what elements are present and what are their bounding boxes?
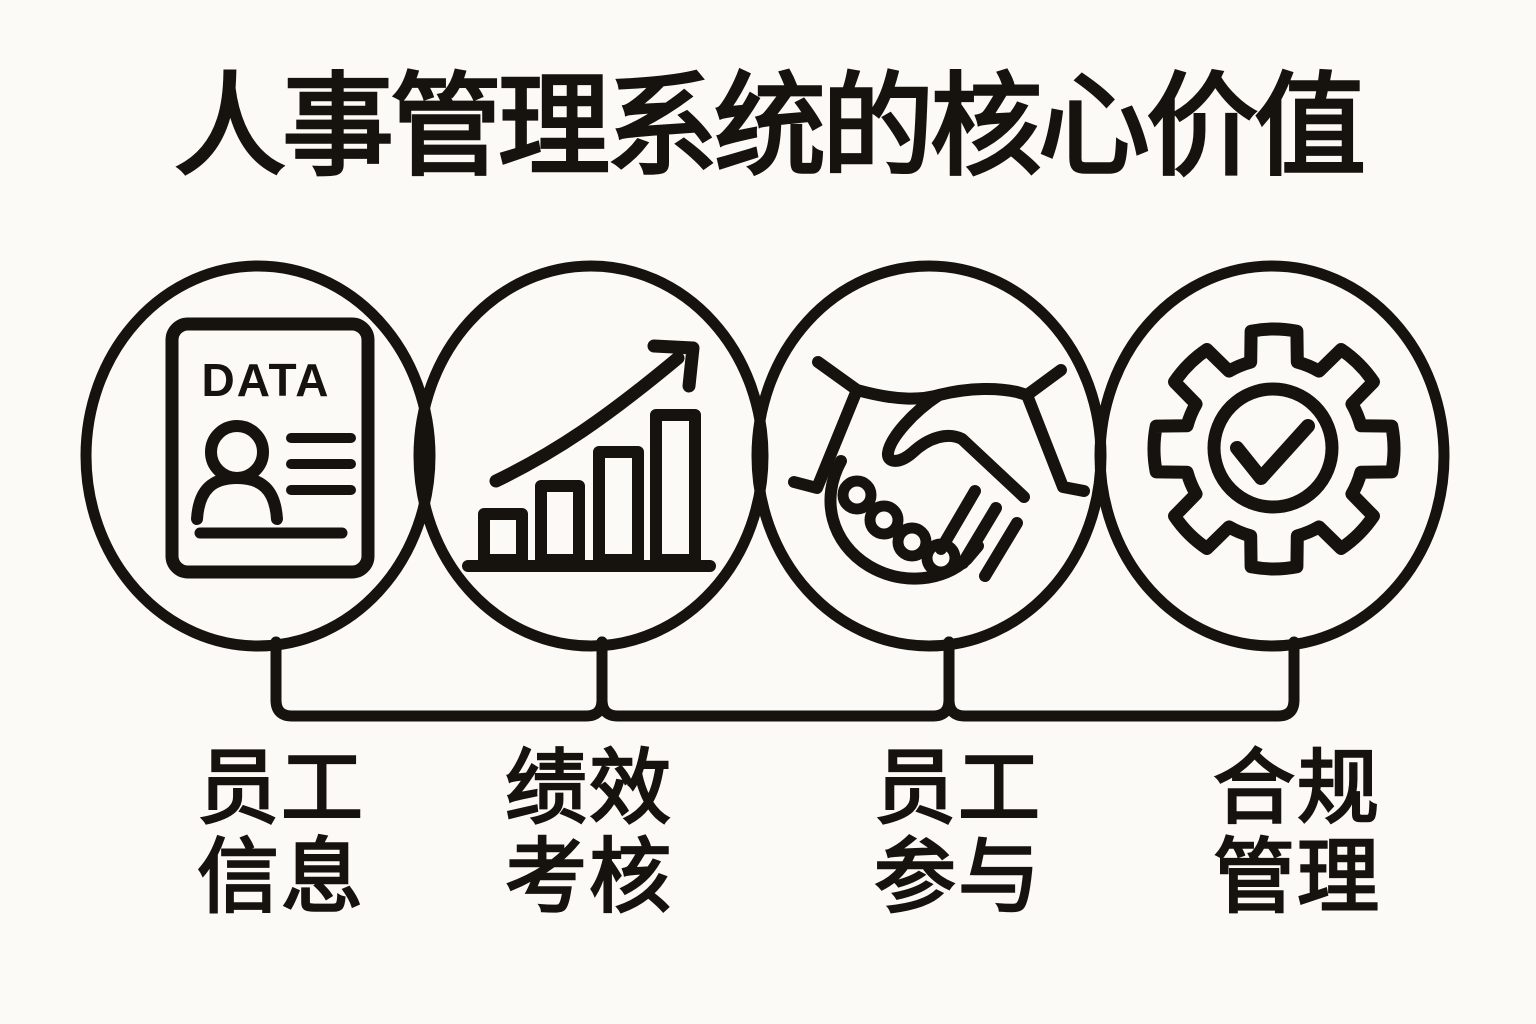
label-performance-review: 绩效 考核 [419,744,759,922]
label-line: 员工 [196,743,365,834]
label-line: 参与 [873,832,1042,923]
circle-compliance [1094,260,1450,652]
finger-line-2 [957,502,1002,569]
bar-2 [535,480,585,566]
document-data-text: DATA [202,354,331,406]
section-circles [80,260,1450,652]
label-employee-info: 员工 信息 [111,744,451,922]
person-shoulders [191,472,283,525]
bar-4 [650,409,701,566]
bar-3 [593,446,644,566]
handshake-left-sleeve [788,384,863,494]
label-line: 绩效 [504,743,673,834]
bracket-2-3 [596,636,955,722]
gear-checkmark-icon [1147,322,1401,576]
finger-line-3 [979,517,1023,582]
handshake-icon [788,356,1090,585]
circle-performance [413,260,769,652]
handshake-right-sleeve [1021,389,1090,497]
checkmark [1230,419,1315,485]
finger-line-1 [935,485,981,555]
bar-1 [478,508,528,566]
rising-bar-chart-icon [462,339,716,572]
label-line: 合规 [1212,743,1381,834]
arrow-head [647,339,700,393]
gear-outline [1147,322,1401,576]
bracket-1-2 [270,636,608,722]
bracket-3-4 [943,636,1300,722]
person-head [205,420,269,484]
document-outline [165,317,375,579]
page-title: 人事管理系统的核心价值 [174,64,1366,189]
connector-brackets [270,636,1300,722]
label-line: 考核 [504,832,673,923]
knuckle-1 [837,475,877,515]
check-circle [1207,382,1339,514]
label-line: 管理 [1212,832,1381,923]
label-line: 信息 [196,832,365,923]
knuckle-2 [864,500,904,540]
label-compliance-management: 合规 管理 [1127,744,1467,922]
label-line: 员工 [873,743,1042,834]
circle-employee-data [80,260,436,652]
label-employee-engagement: 员工 参与 [788,744,1128,922]
knuckle-3 [892,522,932,562]
handshake-thumb-web [882,389,1030,503]
growth-curve [489,351,685,488]
data-document-icon: DATA [165,317,375,579]
